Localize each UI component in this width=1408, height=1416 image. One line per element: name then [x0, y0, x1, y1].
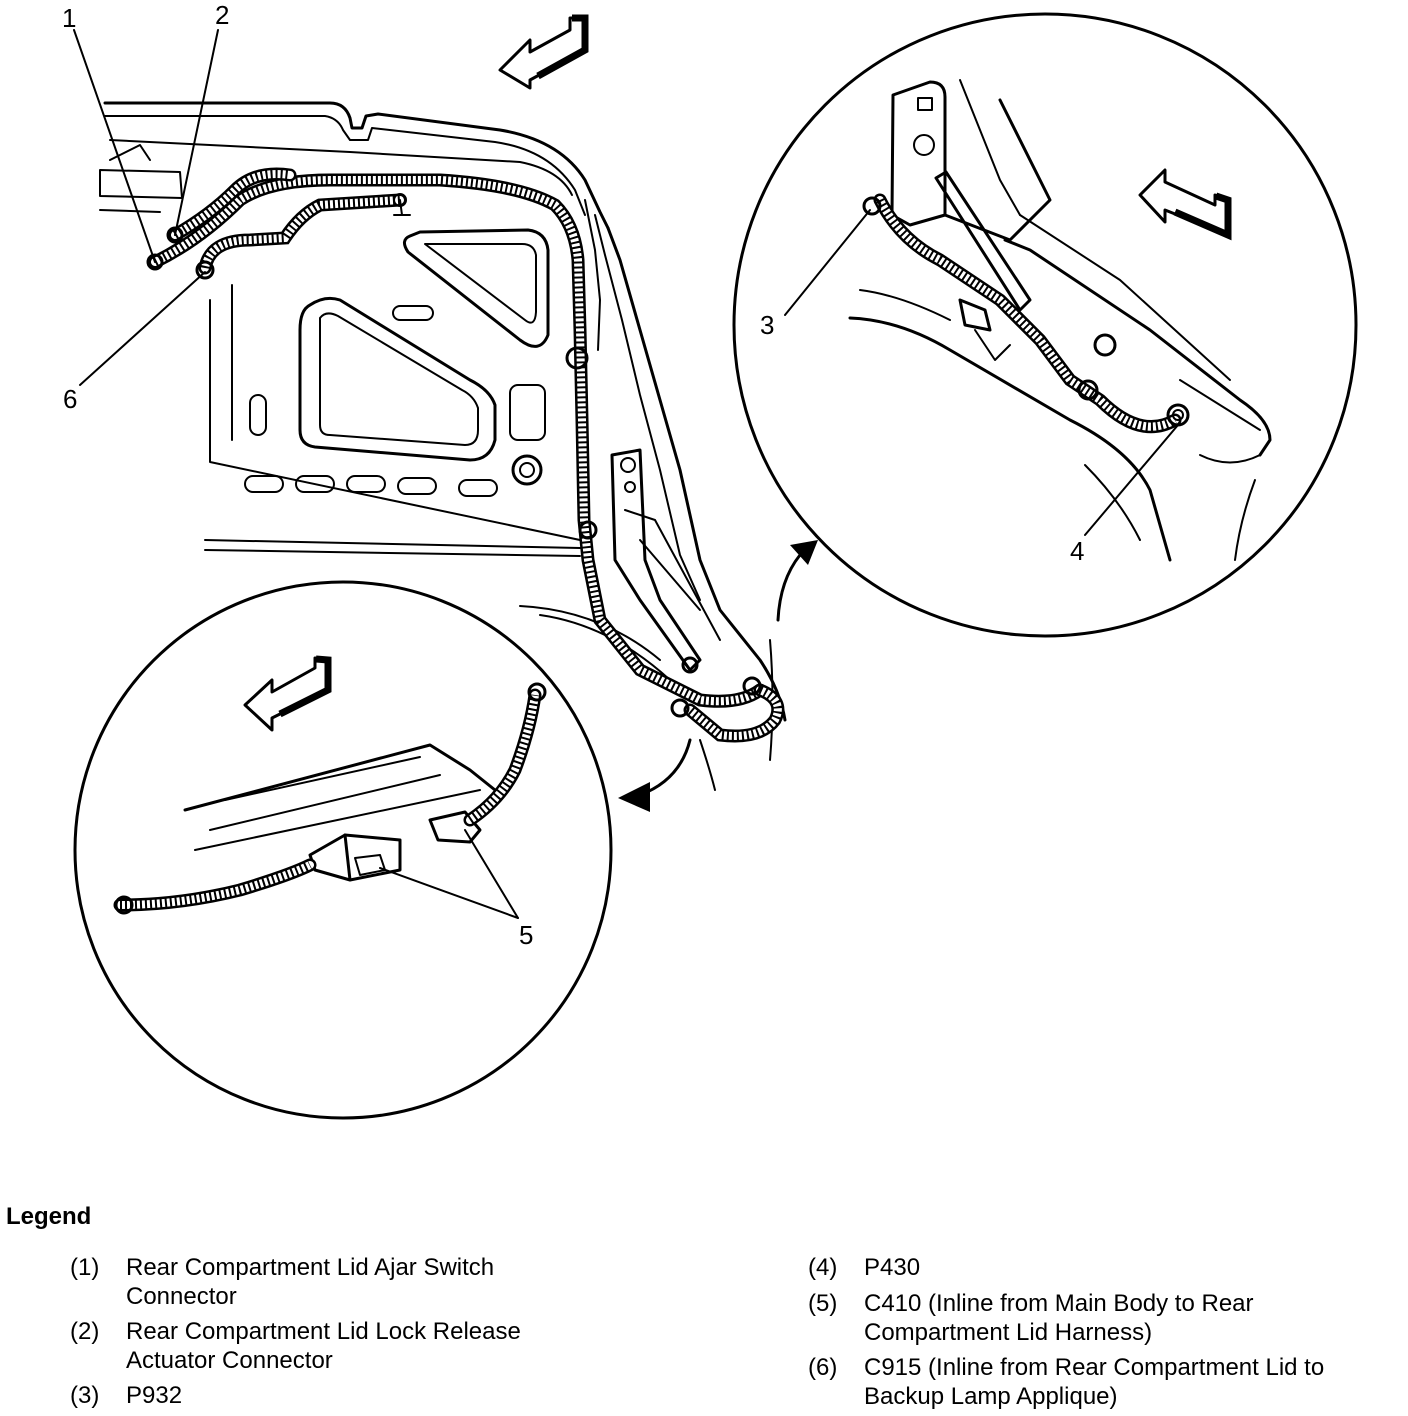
callout-2: 2	[215, 0, 229, 30]
rear-compartment-lid-panel	[99, 101, 787, 791]
legend-item-number: (4)	[808, 1254, 838, 1281]
callout-4: 4	[1070, 536, 1084, 566]
legend-item-number: (3)	[70, 1382, 100, 1409]
legend-item-number: (6)	[808, 1354, 838, 1381]
callout-1: 1	[62, 3, 76, 33]
legend-item-4: (4) P430	[808, 1253, 1403, 1283]
wiring-diagram: 1 2 3 4 5 6	[62, 0, 1358, 1120]
legend-item-text: Rear Compartment Lid Lock Release Actuat…	[126, 1318, 521, 1374]
detail-circle-left	[73, 580, 613, 1120]
legend-item-1: (1) Rear Compartment Lid Ajar Switch Con…	[70, 1253, 610, 1313]
callout-5: 5	[519, 920, 533, 950]
legend-item-text: P932	[126, 1382, 183, 1409]
legend-item-number: (5)	[808, 1290, 838, 1317]
legend-item-number: (1)	[70, 1254, 100, 1281]
legend-title: Legend	[6, 1203, 92, 1230]
legend-item-number: (2)	[70, 1318, 100, 1345]
legend-item-2: (2) Rear Compartment Lid Lock Release Ac…	[70, 1317, 610, 1377]
forward-arrow-icon-top	[498, 14, 589, 90]
legend-item-3: (3) P932	[70, 1381, 610, 1411]
callout-6: 6	[63, 384, 77, 414]
legend-item-text: P430	[864, 1254, 921, 1281]
legend-item-text: C915 (Inline from Rear Compartment Lid t…	[864, 1354, 1325, 1410]
legend-item-text: Rear Compartment Lid Ajar Switch Connect…	[126, 1254, 495, 1310]
callout-3: 3	[760, 310, 774, 340]
legend-item-6: (6) C915 (Inline from Rear Compartment L…	[808, 1353, 1403, 1413]
legend-item-text: C410 (Inline from Main Body to Rear Comp…	[864, 1290, 1254, 1346]
forward-arrow-icon-left	[243, 655, 332, 732]
detail-circle-right	[732, 12, 1358, 638]
forward-arrow-icon-right	[1138, 168, 1232, 241]
pointer-arrow-to-right-circle	[776, 540, 818, 622]
pointer-arrow-to-left-circle	[618, 738, 692, 812]
leader-lines	[73, 29, 1179, 919]
legend-item-5: (5) C410 (Inline from Main Body to Rear …	[808, 1289, 1403, 1349]
main-wiring-harness	[146, 167, 785, 743]
